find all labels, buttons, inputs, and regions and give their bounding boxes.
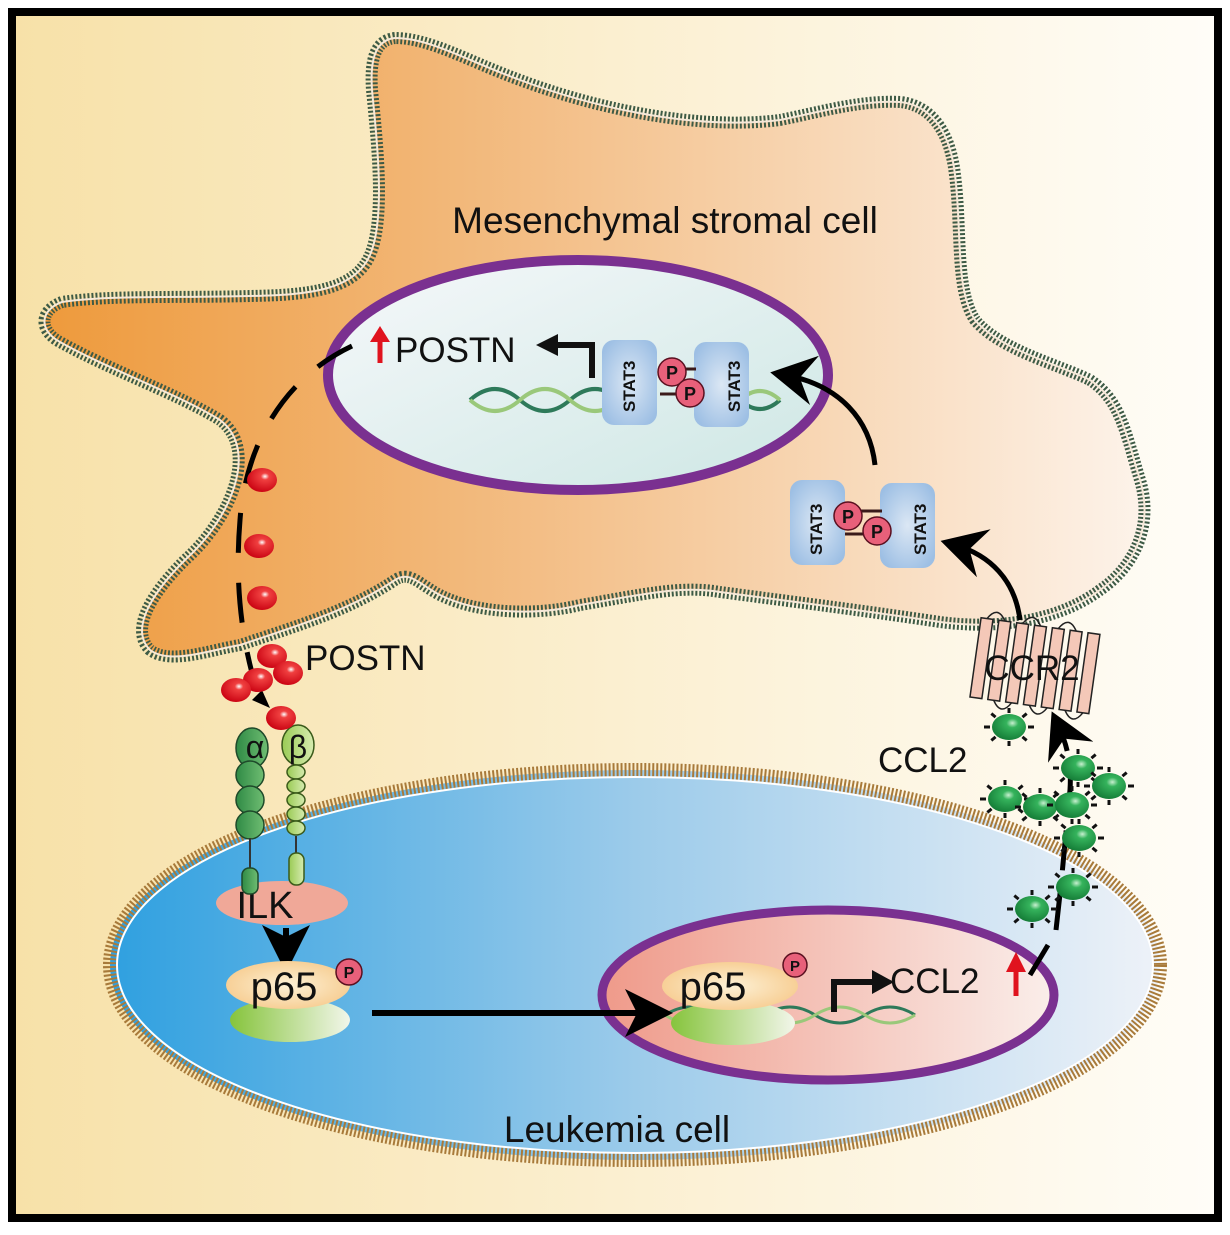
ccl2-protein-icon xyxy=(1047,786,1097,824)
stat3-right-label: STAT3 xyxy=(911,504,930,555)
leukemia-cell-label: Leukemia cell xyxy=(504,1109,730,1150)
transcription-arrow xyxy=(552,342,595,378)
ccr2-label: CCR2 xyxy=(984,649,1079,688)
phospho-icon xyxy=(833,501,863,531)
stromal-nucleus: POSTN STAT3 STAT3 P P xyxy=(323,255,833,495)
stromal-nuclear-envelope xyxy=(323,255,833,495)
cytoplasmic-p65-label: p65 xyxy=(251,965,318,1009)
phospho-label: P xyxy=(790,958,800,975)
postn-protein-icon xyxy=(273,661,303,685)
integrin-beta: β xyxy=(281,724,315,886)
stromal-cell-label: Mesenchymal stromal cell xyxy=(452,200,878,241)
ccl2-gene-label: CCL2 xyxy=(890,962,979,1001)
nuclear-p65-label: p65 xyxy=(680,965,747,1009)
ccl2-protein-icon xyxy=(980,780,1030,818)
stat3-right xyxy=(694,342,749,427)
postn-protein-icon xyxy=(247,586,277,610)
ccl2-protein-icon xyxy=(1084,767,1134,805)
cytoplasmic-p65 xyxy=(226,961,350,1009)
phospho-icon xyxy=(335,958,363,986)
postn-proteins xyxy=(221,468,303,730)
nuclear-p65 xyxy=(662,962,798,1010)
ccr2-signal-arrow xyxy=(940,529,1023,621)
ccl2-protein-icon xyxy=(1048,868,1098,906)
postn-protein-icon xyxy=(247,468,277,492)
ccr2-receptor xyxy=(969,611,1101,720)
postn-protein-icon xyxy=(266,706,296,730)
postn-protein-icon xyxy=(221,678,251,702)
ccl2-protein-icon xyxy=(1054,819,1104,857)
ccl2-protein-icon xyxy=(984,708,1034,746)
up-arrow-icon xyxy=(1006,952,1026,996)
phospho-icon xyxy=(862,516,892,546)
phospho-label: P xyxy=(666,363,678,383)
stat3-left xyxy=(790,480,845,565)
p50-subunit xyxy=(230,998,350,1042)
stat3-right xyxy=(880,483,935,568)
stat3-right-label: STAT3 xyxy=(725,361,744,412)
cytoplasmic-stat3-dimer: STAT3 STAT3 P P xyxy=(790,480,935,568)
phospho-label: P xyxy=(684,384,696,404)
integrin-alpha: α xyxy=(235,727,269,895)
phospho-icon xyxy=(782,952,808,978)
ccl2-protein-icon xyxy=(1007,890,1057,928)
stat3-left-label: STAT3 xyxy=(807,504,826,555)
cytoplasmic-p65-complex: p65 P xyxy=(226,958,363,1042)
postn-protein-icon xyxy=(244,534,274,558)
postn-protein-icon xyxy=(257,644,287,668)
p50-subunit xyxy=(671,1001,795,1045)
ccl2-proteins xyxy=(980,708,1134,928)
phospho-label: P xyxy=(344,965,355,982)
stat3-left-label: STAT3 xyxy=(620,361,639,412)
ccl2-secreted-label: CCL2 xyxy=(878,741,967,780)
postn-protein-icon xyxy=(243,668,273,692)
stat3-left xyxy=(602,340,657,425)
phospho-icon xyxy=(657,357,687,387)
ccl2-secretion-dash xyxy=(1027,943,1051,977)
postn-secreted-label: POSTN xyxy=(305,639,426,678)
postn-gene-label: POSTN xyxy=(395,331,516,370)
ccl2-protein-icon xyxy=(1015,788,1065,826)
ccl2-protein-icon xyxy=(1053,749,1103,787)
phospho-icon xyxy=(675,378,705,408)
postn-secretion-path xyxy=(235,343,354,701)
phospho-label: P xyxy=(842,507,854,527)
integrin-alpha-label: α xyxy=(246,729,265,765)
phospho-label: P xyxy=(871,522,883,542)
leukemia-nucleus: p65 P CCL2 xyxy=(597,905,1059,1085)
nuclear-stat3-dimer: STAT3 STAT3 P P xyxy=(602,340,749,427)
stat3-translocation-arrow xyxy=(770,355,878,466)
transcription-arrow xyxy=(831,979,880,1012)
integrin-beta-label: β xyxy=(289,729,307,765)
up-arrow-icon xyxy=(370,326,390,363)
